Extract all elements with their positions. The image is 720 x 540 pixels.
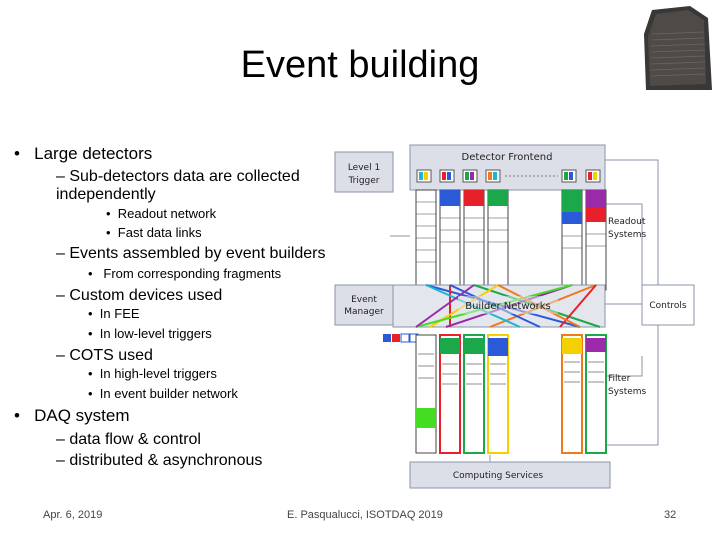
bullet-mark: • [14,144,20,163]
bullet-daq-system: • DAQ system [14,406,130,426]
footer-author: E. Pasqualucci, ISOTDAQ 2019 [287,509,443,521]
sub-bullet-cots: – COTS used [56,346,153,365]
sub-bullet-assembled: – Events assembled by event builders [56,244,326,263]
rosetta-stone-image [638,4,718,92]
slide-title: Event building [240,44,480,86]
builder-network: Builder Networks [392,284,606,328]
sub-bullet-collected: – Sub-detectors data are collected indep… [56,168,356,204]
bullet-text: In high-level triggers [99,366,217,381]
detector-frontend-label: Detector Frontend [462,152,553,163]
dash-mark: – [56,452,65,469]
filter-columns [415,334,607,454]
sub-sub-bullet-fee: • In FEE [88,306,140,322]
event-manager-ports [383,333,419,343]
trigger-label: Trigger [347,176,379,186]
dash-mark: – [56,431,65,448]
sub-bullet-text: Sub-detectors data are collected indepen… [56,168,300,203]
builder-networks-label: Builder Networks [465,301,551,312]
bullet-mark: • [106,225,111,240]
bullet-mark: • [88,386,93,401]
controls-box: Controls [641,284,695,326]
sub-bullet-text: Custom devices used [69,287,223,304]
readout-columns [415,189,607,291]
bullet-text: Large detectors [34,144,153,163]
filter-label: Filter [608,374,631,384]
dash-mark: – [56,168,65,185]
computing-services-label: Computing Services [453,471,544,481]
sub-bullet-text: Events assembled by event builders [69,245,326,262]
dash-mark: – [56,245,65,262]
sub-sub-bullet-high-level: • In high-level triggers [88,366,217,382]
daq-diagram: Detector Frontend Level 1 Trigger [334,144,695,489]
sub-bullet-text: data flow & control [69,431,201,448]
manager-label: Manager [344,307,384,317]
bullet-text: DAQ system [34,406,130,425]
bullet-text: Fast data links [117,225,202,240]
bullet-text: Readout network [117,206,217,221]
filter-systems-label: Systems [608,387,647,397]
page-number: 32 [664,509,677,521]
bullet-mark: • [88,326,93,341]
bullet-mark: • [106,206,111,221]
bullet-mark: • [88,306,93,321]
sub-bullet-distributed: – distributed & asynchronous [56,451,262,470]
sub-sub-bullet-eb-network: • In event builder network [88,386,238,402]
sub-sub-bullet-fast-links: • Fast data links [106,225,202,241]
systems-label: Systems [608,230,647,240]
event-manager-box: Event Manager [334,284,394,326]
bullet-large-detectors: • Large detectors [14,144,152,164]
sub-bullet-custom-devices: – Custom devices used [56,286,222,305]
bullet-text: In event builder network [99,386,238,401]
computing-services-box: Computing Services [409,461,611,489]
bullet-mark: • [88,266,93,281]
detector-frontend-box: Detector Frontend [409,144,606,191]
sub-bullet-text: COTS used [69,347,153,364]
bullet-text: In low-level triggers [99,326,212,341]
sub-sub-bullet-fragments: • From corresponding fragments [88,266,281,282]
readout-label: Readout [608,217,646,227]
level1-label: Level 1 [348,163,380,173]
sub-bullet-data-flow: – data flow & control [56,430,201,449]
frontend-modules [416,169,601,183]
bullet-mark: • [88,366,93,381]
level1-trigger-box: Level 1 Trigger [334,151,394,193]
dash-mark: – [56,287,65,304]
dash-mark: – [56,347,65,364]
bullet-text: From corresponding fragments [103,266,282,281]
controls-label: Controls [649,301,687,311]
bullet-text: In FEE [99,306,140,321]
bullet-mark: • [14,406,20,425]
sub-sub-bullet-low-level: • In low-level triggers [88,326,212,342]
sub-sub-bullet-readout-network: • Readout network [106,206,216,222]
sub-bullet-text: distributed & asynchronous [69,452,263,469]
event-label: Event [351,295,377,305]
footer-date: Apr. 6, 2019 [43,509,103,521]
